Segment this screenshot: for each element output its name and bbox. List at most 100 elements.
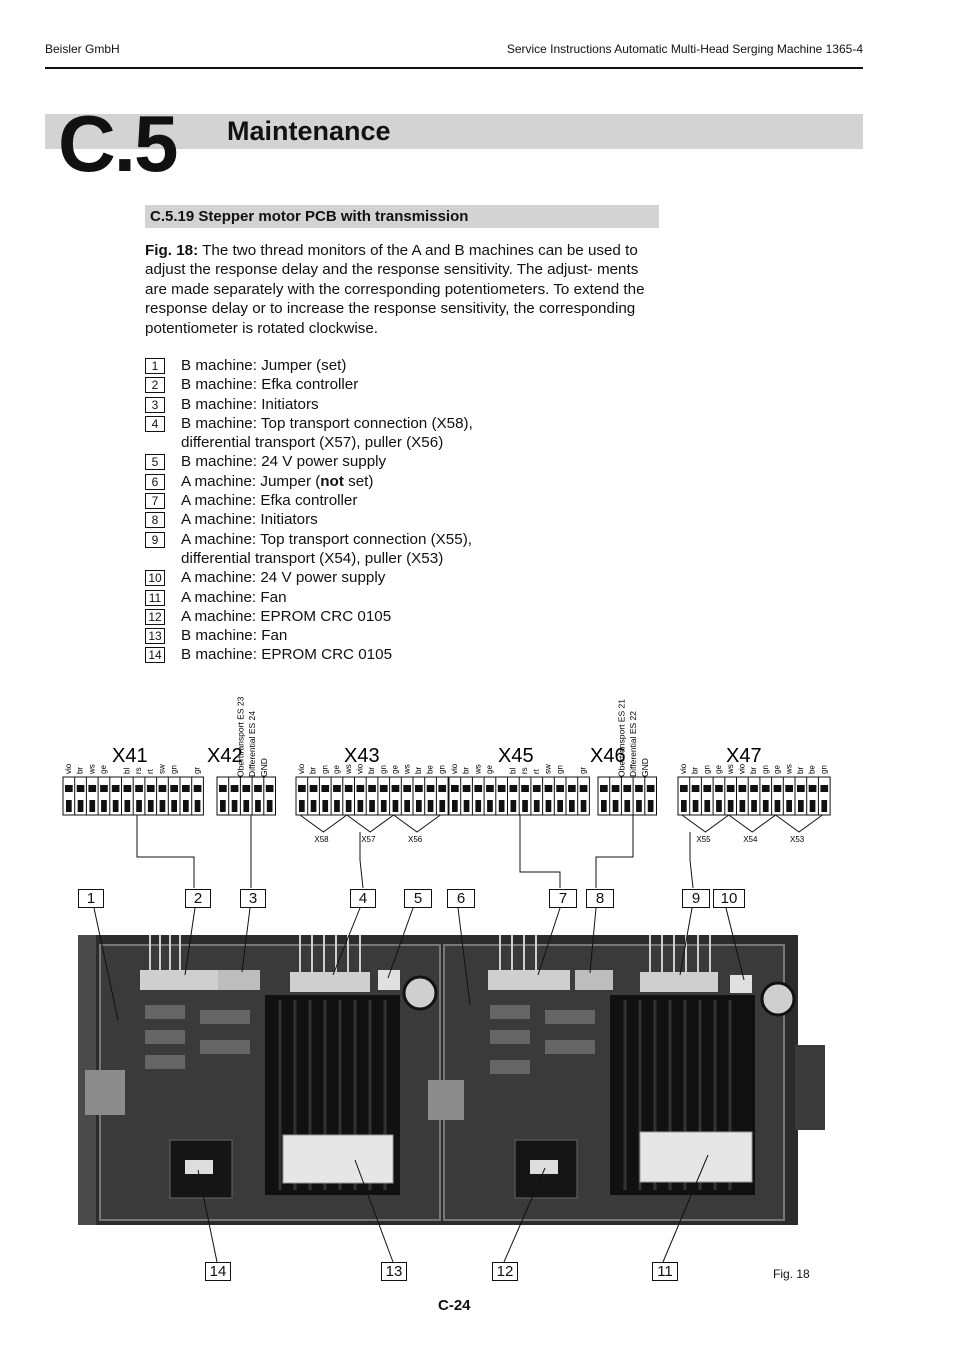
legend-text: differential transport (X57), puller (X5…	[181, 434, 444, 452]
terminal-pin	[580, 800, 587, 812]
terminal-pin	[357, 800, 364, 812]
terminal-pin	[135, 785, 143, 792]
terminal-pin	[344, 785, 353, 792]
wire-label: rs	[134, 767, 143, 774]
figure-label-box: 1	[78, 889, 104, 908]
terminal-pin	[521, 785, 529, 792]
sub-connector-label: X57	[361, 835, 376, 844]
connector-name: X45	[498, 745, 534, 767]
wire-label: ge	[99, 765, 108, 774]
legend-text: A machine: Fan	[181, 588, 287, 606]
legend-text: B machine: 24 V power supply	[181, 453, 387, 471]
wire-label: vio	[679, 763, 688, 774]
terminal-pin	[100, 785, 108, 792]
wire-label: ws	[344, 764, 353, 775]
header-company: Beisler GmbH	[45, 42, 120, 56]
legend-text: A machine: EPROM CRC 0105	[181, 607, 392, 625]
terminal-pin	[475, 800, 482, 812]
terminal-pin	[785, 785, 793, 792]
wire-label: br	[414, 767, 423, 774]
connector-name: X46	[590, 745, 626, 767]
terminal-pin	[345, 800, 352, 812]
legend-text: differential transport (X54), puller (X5…	[181, 549, 444, 567]
terminal-pin	[403, 785, 411, 792]
terminal-pin	[146, 785, 155, 792]
section-title: C.5.19 Stepper motor PCB with transmissi…	[150, 208, 469, 225]
terminal-pin	[158, 785, 167, 792]
wire-label: bl	[509, 768, 518, 774]
figure-label-box: 2	[185, 889, 211, 908]
section-band	[145, 205, 659, 228]
legend-text: B machine: EPROM CRC 0105	[181, 646, 393, 664]
legend-text: B machine: Jumper (set)	[181, 357, 347, 374]
terminal-pin	[255, 800, 261, 812]
connector-name: X47	[726, 745, 762, 767]
wire-label: Obertransport ES 21	[616, 699, 626, 777]
group-bracket	[728, 814, 776, 833]
legend-text: A machine: Jumper (not set)	[181, 472, 665, 491]
terminal-pin	[821, 800, 828, 812]
terminal-pin	[600, 785, 608, 792]
wire-label: be	[808, 765, 817, 774]
terminal-pin	[309, 785, 318, 792]
pcb-photo	[78, 935, 825, 1225]
terminal-pin	[88, 785, 97, 792]
terminal-pin	[242, 785, 251, 792]
wire-line	[136, 815, 195, 888]
wire-label: gn	[761, 765, 770, 774]
terminal-pin	[544, 785, 553, 792]
terminal-pin	[510, 800, 517, 812]
terminal-pin	[147, 800, 154, 812]
legend-text: B machine: Initiators	[181, 395, 319, 413]
wire-label: ge	[714, 765, 723, 774]
legend-text: B machine: Efka controller	[181, 376, 359, 394]
wire-label: gn	[702, 765, 711, 774]
chapter-number: C.5	[58, 99, 178, 188]
terminal-pin	[568, 785, 576, 792]
terminal-pin	[623, 785, 632, 792]
wire-label: sw	[544, 764, 553, 774]
terminal-pin	[170, 785, 178, 792]
terminal-pin	[751, 800, 757, 812]
terminal-pin	[243, 800, 250, 812]
terminal-pin	[545, 800, 552, 812]
figure-label-box: 7	[549, 889, 577, 908]
terminal-pin	[298, 785, 306, 792]
intro-paragraph: Fig. 18: The two thread monitors of the …	[145, 241, 657, 338]
terminal-pin	[254, 785, 262, 792]
terminal-strip	[677, 776, 831, 816]
wire-label: Oberttransport ES 23	[235, 696, 245, 777]
legend-text-bold: not	[320, 472, 344, 490]
wire-label: br	[462, 767, 471, 774]
terminal-pin	[509, 785, 518, 792]
group-bracket	[775, 814, 823, 833]
terminal-pin	[820, 785, 829, 792]
figure-label-box: 13	[381, 1262, 407, 1281]
terminal-pin	[356, 785, 365, 792]
sub-connector-label: X53	[790, 835, 805, 844]
figure-label-box: 5	[404, 889, 432, 908]
wire-label: Differential ES 22	[628, 711, 638, 777]
terminal-pin	[474, 785, 483, 792]
legend-text-post: set)	[343, 472, 374, 490]
wire-label: br	[309, 767, 318, 774]
wire-label: rt	[532, 768, 541, 774]
terminal-pin	[750, 785, 758, 792]
connector-name: X43	[344, 745, 380, 767]
header-rule	[45, 67, 863, 69]
wire-label: br	[691, 767, 700, 774]
wire-label: ws	[87, 764, 96, 775]
legend-text: A machine: Efka controller	[181, 492, 358, 510]
terminal-pin	[310, 800, 317, 812]
group-bracket	[393, 814, 441, 833]
terminal-pin	[647, 800, 654, 812]
terminal-pin	[703, 785, 712, 792]
terminal-pin	[692, 800, 699, 812]
terminal-pin	[557, 800, 563, 812]
